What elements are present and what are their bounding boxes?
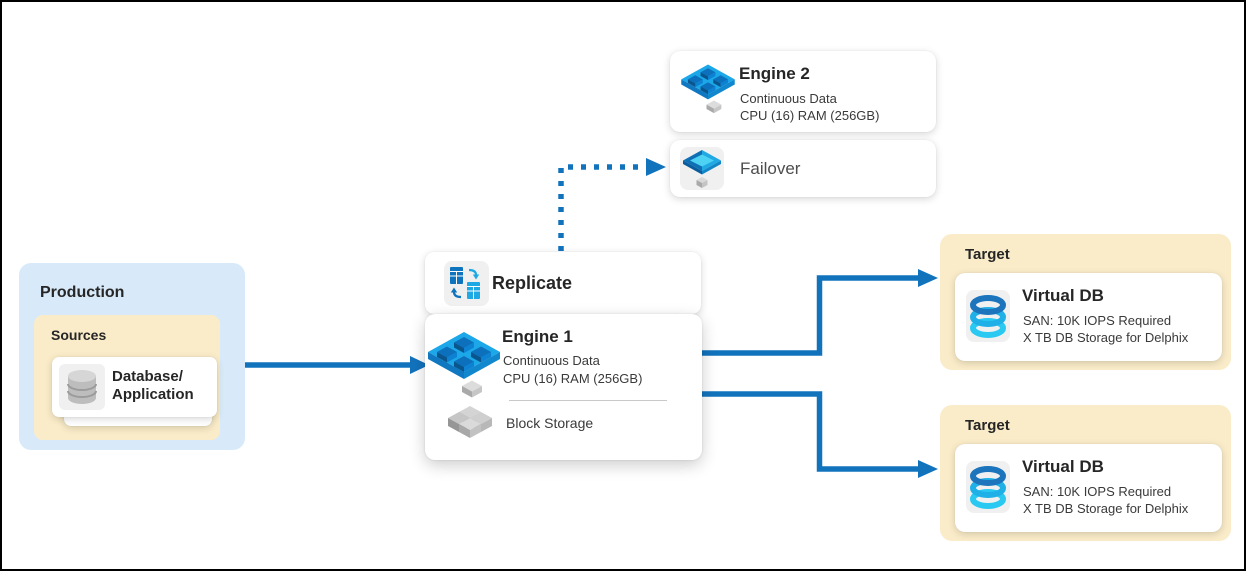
virtual-db-icon [966,292,1010,340]
engine-icon [681,64,735,114]
replicate-card: Replicate [425,252,701,314]
virtual-db-line1-1: SAN: 10K IOPS Required [1023,313,1172,328]
block-storage-icon [448,406,492,438]
virtual-db-line2-2: X TB DB Storage for Delphix [1023,501,1189,516]
engine1-title: Engine 1 [502,327,573,346]
engine1-subtitle1: Continuous Data [503,353,600,368]
block-storage-label: Block Storage [506,415,594,431]
sources-title: Sources [51,327,107,343]
virtual-db-icon [966,463,1010,511]
virtual-db-card-1: Virtual DB SAN: 10K IOPS Required X TB D… [955,273,1222,361]
virtual-db-title-1: Virtual DB [1022,286,1104,305]
engine1-card: Engine 1 Continuous Data CPU (16) RAM (2… [425,314,702,460]
virtual-db-title-2: Virtual DB [1022,457,1104,476]
production-to-engine1-arrowhead [410,356,429,374]
engine1-to-target1-arrowhead [918,269,938,287]
virtual-db-line1-2: SAN: 10K IOPS Required [1023,484,1172,499]
replicate-to-failover-arrowhead [646,158,666,176]
database-card-label: Database/ Application [112,368,194,404]
target1-title: Target [965,246,1010,263]
engine1-divider [509,400,667,401]
replicate-icon-tile [444,261,489,306]
replicate-icon [448,265,482,301]
database-card-label-line2: Application [112,386,194,403]
engine2-subtitle1: Continuous Data [740,91,837,106]
failover-card: Failover [670,140,936,197]
engine2-card: Engine 2 Continuous Data CPU (16) RAM (2… [670,51,936,132]
engine2-subtitle2: CPU (16) RAM (256GB) [740,108,880,123]
engine2-title: Engine 2 [739,64,810,83]
target-group-2: Target Virtual DB SAN: 10K IOPS Required… [940,405,1231,541]
production-title: Production [40,284,125,301]
engine1-to-target1-arrow-line [701,275,919,356]
sources-group: Sources Database/ Application [34,315,220,440]
target-group-1: Target Virtual DB SAN: 10K IOPS Required… [940,234,1231,370]
database-icon [67,369,97,405]
virtual-db-icon-tile [966,290,1010,342]
failover-icon-tile [680,147,724,190]
database-card-label-line1: Database/ [112,368,183,385]
replicate-to-failover-dotted-line [558,164,644,251]
target2-title: Target [965,417,1010,434]
virtual-db-line2-1: X TB DB Storage for Delphix [1023,330,1189,345]
engine-icon [428,332,500,398]
engine1-to-target2-arrow-line [701,391,919,472]
failover-icon [683,150,721,188]
replicate-label: Replicate [492,273,573,293]
virtual-db-card-2: Virtual DB SAN: 10K IOPS Required X TB D… [955,444,1222,532]
failover-label: Failover [740,159,801,178]
production-group: Production Sources Database/ Application [19,263,245,450]
virtual-db-icon-tile [966,461,1010,513]
engine1-to-target2-arrowhead [918,460,938,478]
database-card: Database/ Application [52,357,217,417]
database-icon-tile [59,364,105,410]
engine1-subtitle2: CPU (16) RAM (256GB) [503,371,643,386]
